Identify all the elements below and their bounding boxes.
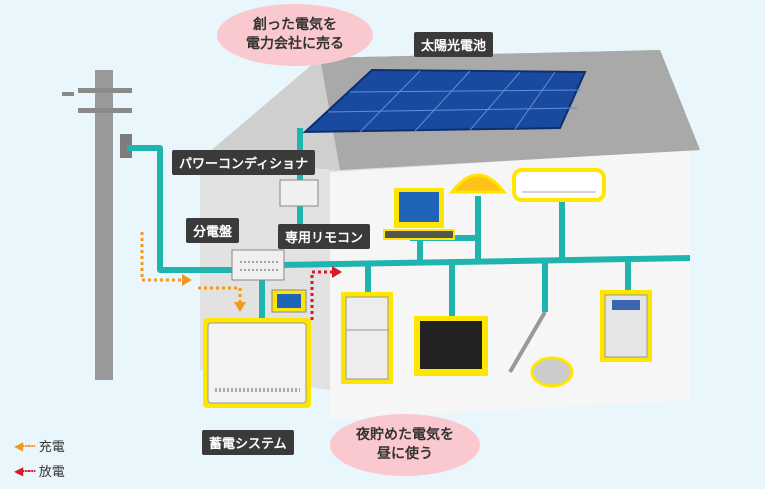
legend-charge-text: 充電: [38, 440, 65, 455]
appliance-air-conditioner: [512, 168, 606, 202]
power-conditioner-label: パワーコンディショナ: [172, 150, 316, 175]
remote-label: 専用リモコン: [278, 224, 371, 249]
discharge-arrow-icon: ◀┅┅: [14, 463, 36, 478]
appliance-refrigerator: [341, 292, 393, 384]
legend-discharge: ◀┅┅ 放電: [14, 461, 65, 481]
appliance-ceiling-light: [448, 173, 508, 194]
appliance-washing-machine: [600, 290, 652, 362]
flow-arrows: [140, 232, 342, 320]
charge-arrow-icon: ◀┅┅: [14, 438, 36, 453]
breaker-box: [231, 249, 285, 281]
appliance-tv: [414, 316, 488, 376]
appliance-pc: [383, 188, 455, 240]
night-use-bubble: 夜貯めた電気を 昼に使う: [330, 414, 480, 476]
night-bubble-line-2: 昼に使う: [377, 446, 433, 462]
sell-electricity-bubble: 創った電気を 電力会社に売る: [217, 4, 373, 66]
solar-panel: [302, 68, 587, 134]
solar-label: 太陽光電池: [414, 32, 494, 57]
appliance-vacuum: [508, 310, 574, 388]
power-conditioner-unit: [279, 179, 319, 207]
sell-bubble-line-2: 電力会社に売る: [246, 36, 344, 52]
legend-charge: ◀┅┅ 充電: [14, 436, 65, 456]
night-bubble-line-1: 夜貯めた電気を: [356, 427, 454, 444]
storage-label: 蓄電システム: [202, 430, 294, 455]
remote-controller: [271, 289, 307, 313]
legend-discharge-text: 放電: [38, 465, 65, 480]
utility-pole: [62, 70, 132, 380]
sell-bubble-line-1: 創った電気を: [253, 17, 337, 34]
breaker-label: 分電盤: [186, 218, 240, 243]
storage-battery: [203, 318, 311, 408]
